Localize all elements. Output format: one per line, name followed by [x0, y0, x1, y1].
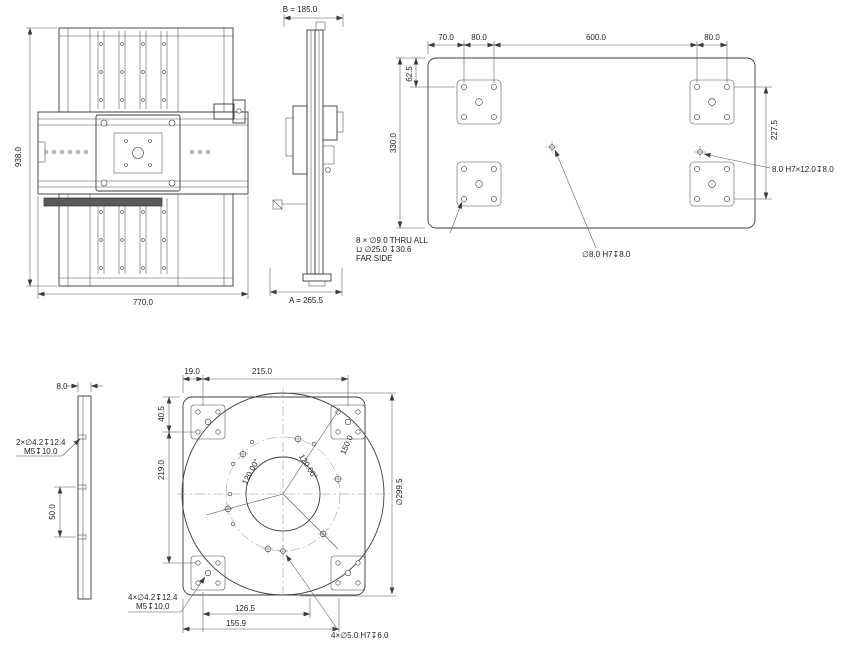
front-view-dimensions: 938.0 770.0: [14, 27, 249, 307]
dim-side-b: B = 185.0: [283, 5, 318, 14]
base-plate-pad-bottom-right: [689, 161, 735, 207]
adapter-side-dimensions: 8.0 50.0: [48, 382, 103, 538]
dim-angle-a: 120.00°: [240, 457, 261, 486]
side-body: [272, 21, 344, 287]
adapter-pad-top-right: [330, 404, 366, 440]
front-bottom-plate: [58, 193, 234, 287]
dim-adapter-219: 219.0: [157, 459, 166, 480]
side-view: B = 185.0 A = 265.5: [269, 5, 344, 305]
dim-angle-b: 120.00°: [297, 453, 319, 481]
note-plate-tap-line1: 4×∅4.2↧12.4: [128, 593, 178, 602]
note-side-tap-line1: 2×∅4.2↧12.4: [16, 438, 66, 447]
dim-base-80b: 80.0: [704, 33, 720, 42]
note-dowel-center: ∅8.0 H7↧8.0: [582, 250, 631, 259]
front-motor-block: [213, 99, 246, 124]
adapter-plate-body: [177, 388, 391, 600]
dim-base-227-5: 227.5: [770, 119, 779, 140]
dim-adapter-19: 19.0: [184, 367, 200, 376]
base-plate-outline: [427, 57, 756, 229]
dim-adapter-215: 215.0: [252, 367, 273, 376]
note-side-tap-line2: M5↧10.0: [24, 447, 58, 456]
base-plate-pad-top-left: [456, 79, 502, 125]
note-dowel-right: 8.0 H7×12.0↧8.0: [772, 165, 834, 174]
note-cbore-line3: FAR SIDE: [356, 254, 392, 263]
base-plate-pad-bottom-left: [456, 161, 502, 207]
dim-base-330: 330.0: [389, 132, 398, 153]
base-plate-pad-top-right: [689, 79, 735, 125]
dim-base-70: 70.0: [438, 33, 454, 42]
dim-adapter-50: 50.0: [48, 504, 57, 520]
adapter-side-leader: 2×∅4.2↧12.4 M5↧10.0: [16, 438, 81, 457]
note-plate-dowel: 4×∅5.0 H7↧6.0: [331, 631, 389, 640]
note-cbore-line1: 8 × ∅9.0 THRU ALL: [356, 236, 429, 245]
base-plate-dowel-holes: [546, 141, 706, 158]
adapter-plate-view: 120.00° 120.00° 150.0 19.0 215.0 40.5 21…: [128, 367, 404, 640]
adapter-side-view: 8.0 50.0 2×∅4.2↧12.4 M5↧10.0: [16, 382, 103, 600]
dim-front-height: 938.0: [14, 146, 23, 167]
front-view: 938.0 770.0: [14, 27, 249, 307]
adapter-pad-bottom-right: [330, 555, 366, 591]
dim-base-62-5: 62.5: [405, 66, 414, 82]
dim-side-a: A = 265.5: [289, 296, 324, 305]
side-view-dimensions: B = 185.0 A = 265.5: [269, 5, 344, 305]
dim-base-80a: 80.0: [471, 33, 487, 42]
base-plate-leaders: 8 × ∅9.0 THRU ALL ⊔ ∅25.0 ↧30.6 FAR SIDE…: [356, 149, 834, 263]
adapter-pad-top-left: [190, 404, 226, 440]
dim-adapter-150: 150.0: [339, 434, 356, 456]
dim-adapter-126-5: 126.5: [235, 604, 256, 613]
dim-adapter-40-5: 40.5: [157, 406, 166, 422]
dim-adapter-155-9: 155.9: [226, 619, 247, 628]
base-plate-view: 70.0 80.0 600.0 80.0 62.5 330.0 227.5 8 …: [356, 33, 834, 263]
adapter-plate-leaders: 4×∅4.2↧12.4 M5↧10.0 4×∅5.0 H7↧6.0: [128, 554, 389, 640]
adapter-pad-bottom-left: [190, 555, 226, 591]
dim-adapter-diameter: ∅299.5: [395, 478, 404, 506]
dim-adapter-thickness: 8.0: [56, 382, 68, 391]
base-plate-dimensions: 70.0 80.0 600.0 80.0 62.5 330.0 227.5: [389, 33, 779, 229]
adapter-plate-dimensions: 19.0 215.0 40.5 219.0 ∅299.5 126.5 155.9: [157, 367, 404, 633]
front-carriage-plate: [95, 114, 181, 192]
dim-base-600: 600.0: [586, 33, 607, 42]
front-top-plate: [58, 27, 234, 113]
dim-front-width: 770.0: [133, 298, 154, 307]
front-arm: [43, 197, 163, 207]
note-cbore-line2: ⊔ ∅25.0 ↧30.6: [356, 245, 412, 254]
adapter-side-body: [77, 395, 92, 600]
note-plate-tap-line2: M5↧10.0: [136, 602, 170, 611]
